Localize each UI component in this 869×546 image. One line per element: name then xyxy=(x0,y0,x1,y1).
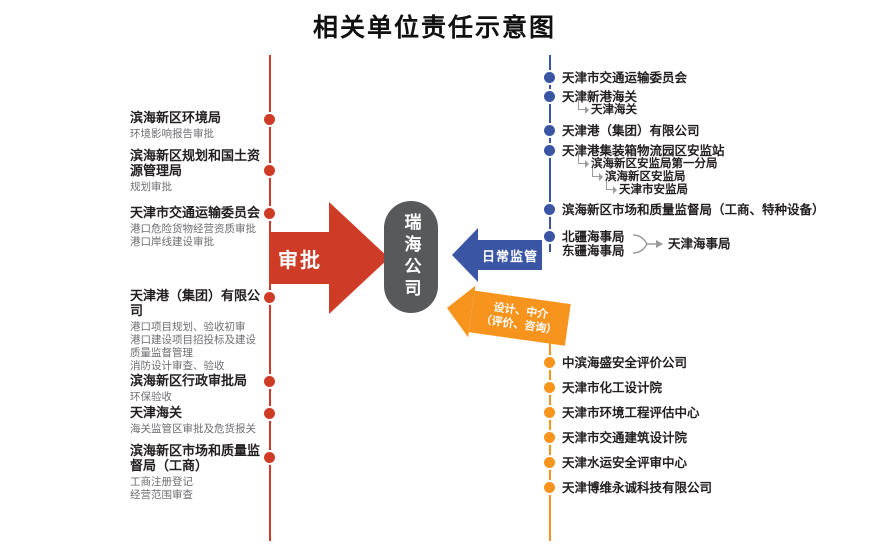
left-org-item: 天津港（集团）有限公司 港口项目规划、验收初审 港口建设项目招投标及建设 质量监… xyxy=(130,288,272,373)
right-org-item: 天津新港海关 xyxy=(562,90,638,104)
sub-org-item: 天津市安监局 xyxy=(606,181,688,197)
sub-org-name: 天津海关 xyxy=(591,104,637,116)
right-org-item: 天津港（集团）有限公司 xyxy=(562,124,700,138)
branch-arrow-icon xyxy=(606,181,617,194)
left-org-item: 天津市交通运输委员会 港口危险货物经营资质审批 港口岸线建设审批 xyxy=(130,205,272,249)
approval-arrow-label: 审批 xyxy=(278,249,322,272)
approval-arrow-head-icon xyxy=(329,202,389,314)
sub-org-name: 滨海新区安监局第一分局 xyxy=(591,158,718,170)
org-duty: 海关监管区审批及危货报关 xyxy=(130,423,256,435)
right-org-item: 滨海新区市场和质量监督局（工商、特种设备） xyxy=(562,203,825,217)
timeline-dot-orange xyxy=(542,480,557,495)
org-duty: 环保验收 xyxy=(130,391,172,403)
approval-arrow: 审批 xyxy=(271,232,329,284)
right-org-item: 天津市化工设计院 xyxy=(562,381,663,395)
supervision-arrow: 日常监管 xyxy=(478,240,542,270)
sub-org-name: 滨海新区安监局 xyxy=(605,171,686,183)
org-name: 天津港（集团）有限公司 xyxy=(130,288,261,318)
org-duty: 环境影响报告审批 xyxy=(130,128,214,140)
timeline-dot-red xyxy=(262,374,277,389)
right-org-item: 天津市环境工程评估中心 xyxy=(562,406,700,420)
right-org-item: 天津市交通建筑设计院 xyxy=(562,431,688,445)
supervision-arrow-head-icon xyxy=(452,228,478,282)
right-org-item: 北疆海事局 xyxy=(562,230,625,244)
left-org-item: 滨海新区规划和国土资源管理局 规划审批 xyxy=(130,148,272,194)
merge-arrow-icon xyxy=(632,234,663,254)
design-arrow: 设计、中介 （评价、咨询） xyxy=(443,282,571,350)
right-org-item: 东疆海事局 xyxy=(562,244,625,258)
org-duty: 港口建设项目招投标及建设 xyxy=(130,334,256,346)
org-name: 滨海新区行政审批局 xyxy=(130,373,248,388)
center-node-label: 瑞海公司 xyxy=(401,213,421,301)
left-org-item: 滨海新区市场和质量监督局（工商） 工商注册登记 经营范围审查 xyxy=(130,443,272,502)
timeline-dot-red xyxy=(262,450,277,465)
sub-org-item: 天津海关 xyxy=(578,101,637,117)
timeline-dot-red xyxy=(262,163,277,178)
org-duty: 工商注册登记 xyxy=(130,476,193,488)
org-duty: 港口项目规划、验收初审 xyxy=(130,321,246,333)
right-org-item: 天津市交通运输委员会 xyxy=(562,71,688,85)
timeline-dot-red xyxy=(262,112,277,127)
sub-org-item: 滨海新区安监局 xyxy=(592,168,686,184)
supervision-arrow-label: 日常监管 xyxy=(481,248,538,264)
timeline-dot-blue xyxy=(542,70,557,85)
branch-arrow-icon xyxy=(578,155,589,168)
branch-arrow-icon xyxy=(592,168,603,181)
timeline-dot-orange xyxy=(542,430,557,445)
left-org-item: 滨海新区行政审批局 环保验收 xyxy=(130,373,272,404)
timeline-dot-blue xyxy=(542,143,557,158)
timeline-dot-blue xyxy=(542,202,557,217)
timeline-dot-orange xyxy=(542,380,557,395)
branch-arrow-icon xyxy=(578,101,589,114)
left-org-item: 天津海关 海关监管区审批及危货报关 xyxy=(130,405,272,436)
org-duty: 消防设计审查、验收 xyxy=(130,360,225,372)
timeline-dot-red xyxy=(262,290,277,305)
right-org-item: 天津水运安全评审中心 xyxy=(562,456,688,470)
timeline-dot-blue xyxy=(542,123,557,138)
merge-target-org: 天津海事局 xyxy=(668,237,731,251)
sub-org-name: 天津市安监局 xyxy=(619,184,688,196)
org-duty: 经营范围审查 xyxy=(130,489,193,501)
timeline-dot-orange xyxy=(542,405,557,420)
right-org-item: 天津港集装箱物流园区安监站 xyxy=(562,144,725,158)
right-org-item: 天津博维永诚科技有限公司 xyxy=(562,481,713,495)
timeline-dot-blue xyxy=(542,89,557,104)
org-duty: 港口岸线建设审批 xyxy=(130,236,214,248)
sub-org-item: 滨海新区安监局第一分局 xyxy=(578,155,718,171)
diagram-title: 相关单位责任示意图 xyxy=(312,14,556,42)
org-name: 天津海关 xyxy=(130,405,183,420)
org-duty: 港口危险货物经营资质审批 xyxy=(130,223,256,235)
org-name: 天津市交通运输委员会 xyxy=(130,205,261,220)
org-name: 滨海新区环境局 xyxy=(130,110,222,125)
org-duty: 规划审批 xyxy=(130,181,172,193)
center-node: 瑞海公司 xyxy=(384,201,438,313)
org-name: 滨海新区规划和国土资源管理局 xyxy=(130,148,261,178)
org-duty: 质量监督管理 xyxy=(130,347,193,359)
timeline-dot-blue xyxy=(542,229,557,244)
design-arrow-shaft: 设计、中介 （评价、咨询） xyxy=(468,290,571,346)
timeline-dot-red xyxy=(262,406,277,421)
timeline-dot-orange xyxy=(542,455,557,470)
left-org-item: 滨海新区环境局 环境影响报告审批 xyxy=(130,110,272,141)
right-org-item: 中滨海盛安全评价公司 xyxy=(562,356,688,370)
timeline-dot-red xyxy=(262,206,277,221)
org-name: 滨海新区市场和质量监督局（工商） xyxy=(130,443,261,473)
timeline-dot-orange xyxy=(542,355,557,370)
